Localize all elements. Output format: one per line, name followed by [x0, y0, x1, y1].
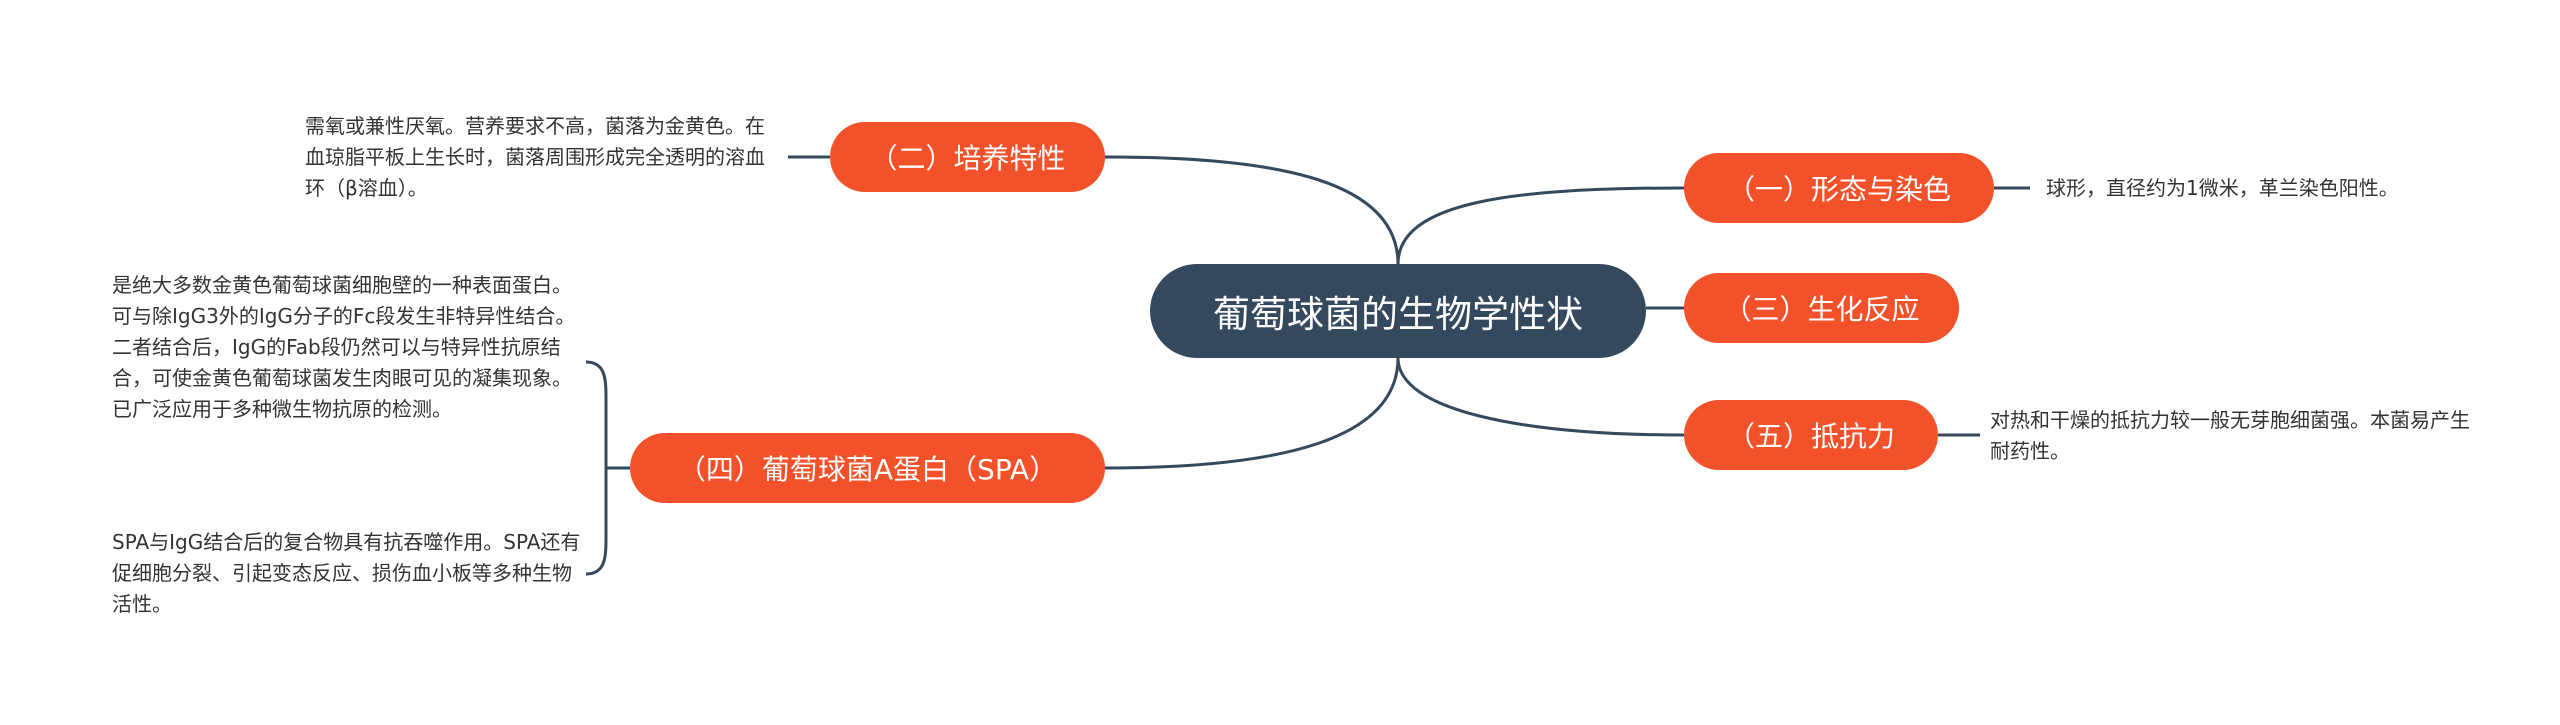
note-resistance: 对热和干燥的抵抗力较一般无芽胞细菌强。本菌易产生耐药性。: [1990, 408, 2470, 463]
note-morphology-staining: 球形，直径约为1微米，革兰染色阳性。: [2046, 176, 2399, 200]
branch-resistance[interactable]: （五）抵抗力: [1684, 400, 1938, 470]
branch-protein-a-spa[interactable]: （四）葡萄球菌A蛋白（SPA）: [630, 433, 1105, 503]
root-topic-label: 葡萄球菌的生物学性状: [1213, 293, 1583, 336]
link-root-b4: [1104, 357, 1400, 470]
root-topic[interactable]: 葡萄球菌的生物学性状: [1150, 264, 1646, 358]
note-spa-definition: 是绝大多数金黄色葡萄球菌细胞壁的一种表面蛋白。可与除IgG3外的IgG分子的Fc…: [112, 273, 576, 421]
branch-morphology-staining[interactable]: （一）形态与染色: [1684, 153, 1994, 223]
branch-label: （三）生化反应: [1723, 293, 1920, 326]
branch-biochemical-reactions[interactable]: （三）生化反应: [1684, 273, 1959, 343]
branch-label: （四）葡萄球菌A蛋白（SPA）: [677, 453, 1058, 486]
note-culture-characteristics: 需氧或兼性厌氧。营养要求不高，菌落为金黄色。在血琼脂平板上生长时，菌落周围形成完…: [305, 114, 765, 200]
branch-culture-characteristics[interactable]: （二）培养特性: [830, 122, 1105, 192]
link-root-b5: [1396, 357, 1685, 437]
branch-label: （五）抵抗力: [1726, 420, 1895, 453]
link-root-b2: [1104, 155, 1400, 265]
link-root-b1: [1396, 186, 1685, 265]
note-spa-activity: SPA与IgG结合后的复合物具有抗吞噬作用。SPA还有促细胞分裂、引起变态反应、…: [112, 530, 581, 616]
link-b4-bracket: [585, 360, 630, 576]
branch-label: （二）培养特性: [869, 142, 1066, 175]
branch-label: （一）形态与染色: [1726, 173, 1951, 206]
